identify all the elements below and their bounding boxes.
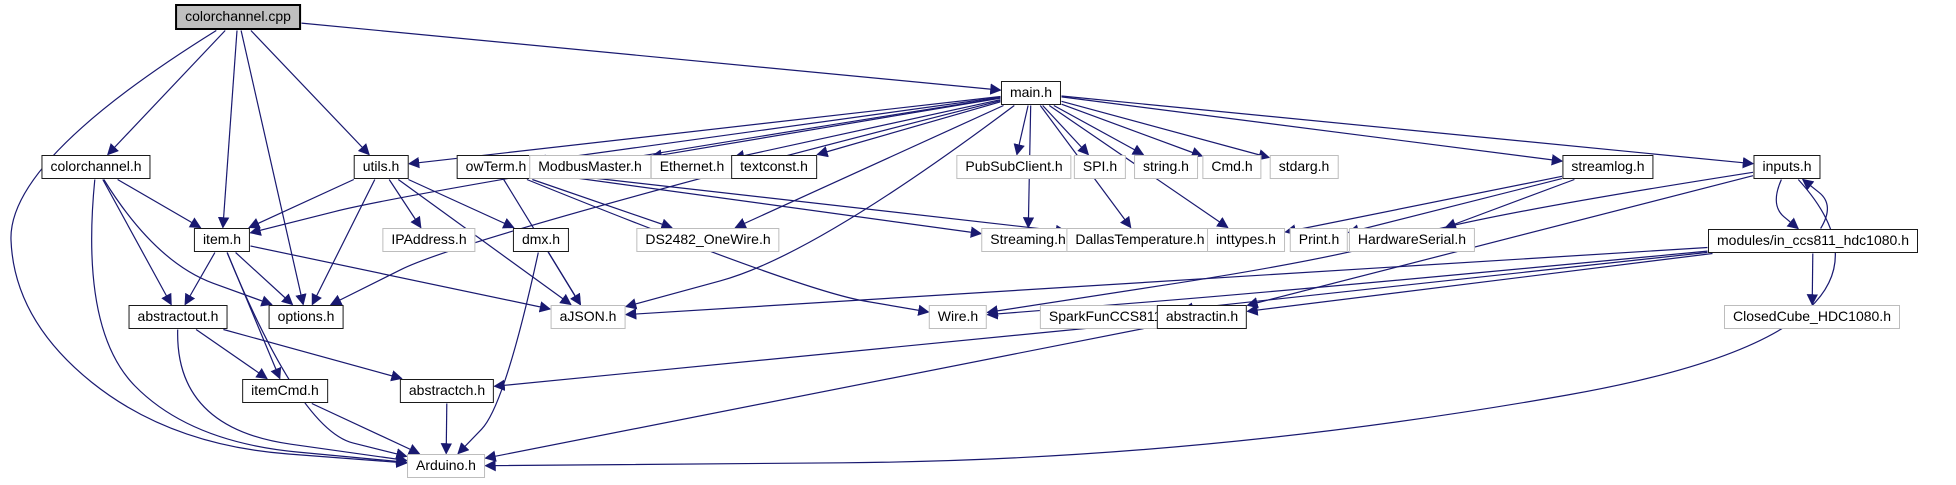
edge-inputs_h-to-abstractin_h <box>1246 175 1754 309</box>
edge-abstractch_h-to-arduino_h <box>440 403 453 455</box>
edge-abstractout_h-to-itemcmd_h <box>195 329 268 380</box>
node-ipaddress_h: IPAddress.h <box>382 228 476 252</box>
edge-abstractout_h-to-abstractch_h <box>223 328 403 382</box>
edge-main_h-to-inputs_h <box>1061 95 1755 169</box>
node-utils_h[interactable]: utils.h <box>353 155 409 179</box>
edge-modules_in_ccs811_hdc1080_h-to-closedcube_hdc1080_h <box>1806 253 1819 306</box>
edge-colorchannel_cpp-to-colorchannel_h <box>107 30 226 156</box>
edge-main_h-to-ethernet_h <box>732 99 1001 162</box>
edge-main_h-to-streamlog_h <box>1061 96 1564 166</box>
edge-abstractin_h-to-abstractch_h <box>493 320 1157 391</box>
edge-colorchannel_h-to-item_h <box>117 178 202 229</box>
node-item_h[interactable]: item.h <box>193 228 251 252</box>
edge-main_h-to-utils_h <box>407 95 1001 169</box>
edge-main_h-to-string_h <box>1053 104 1145 156</box>
node-options_h[interactable]: options.h <box>268 305 344 329</box>
edge-main_h-to-pubsubclient_h <box>1013 105 1029 156</box>
edge-colorchannel_cpp-to-main_h <box>301 22 1002 95</box>
node-string_h: string.h <box>1134 155 1198 179</box>
edge-owterm_h-to-streaming_h <box>535 171 983 238</box>
edge-owterm_h-to-dallastemperature_h <box>535 170 1068 237</box>
edge-main_h-to-spi_h <box>1042 105 1090 156</box>
node-streaming_h: Streaming.h <box>981 228 1075 252</box>
node-spi_h: SPI.h <box>1073 155 1127 179</box>
edge-inputs_h-to-arduino_h <box>484 179 1836 472</box>
edge-streamlog_h-to-hardwareserial_h <box>1444 178 1575 230</box>
node-ethernet_h: Ethernet.h <box>650 155 734 179</box>
edge-utils_h-to-options_h <box>311 179 376 306</box>
edge-abstractout_h-to-arduino_h <box>177 329 408 465</box>
edge-utils_h-to-item_h <box>248 178 355 229</box>
edge-modules_in_ccs811_hdc1080_h-to-sparkfunccs811_h <box>1181 251 1708 314</box>
edge-streamlog_h-to-inttypes_h <box>1284 175 1563 236</box>
node-dallastemperature_h: DallasTemperature.h <box>1066 228 1214 252</box>
node-cmd_h: Cmd.h <box>1202 155 1262 179</box>
node-inputs_h[interactable]: inputs.h <box>1753 155 1821 179</box>
edge-modules_in_ccs811_hdc1080_h-to-ajson_h <box>624 246 1708 320</box>
node-abstractout_h[interactable]: abstractout.h <box>128 305 228 329</box>
edge-owterm_h-to-ds2482_onewire_h <box>532 178 673 230</box>
edge-utils_h-to-ajson_h <box>397 179 572 306</box>
node-print_h: Print.h <box>1289 228 1349 252</box>
edge-utils_h-to-dmx_h <box>408 178 515 229</box>
edge-colorchannel_h-to-options_h <box>103 179 273 307</box>
node-arduino_h: Arduino.h <box>407 454 485 478</box>
edge-item_h-to-options_h <box>235 252 294 306</box>
node-ajson_h: aJSON.h <box>550 305 626 329</box>
edge-dmx_h-to-arduino_h <box>457 252 539 455</box>
edge-dmx_h-to-ajson_h <box>548 252 581 306</box>
edge-main_h-to-owterm_h <box>534 96 1001 166</box>
edge-item_h-to-abstractout_h <box>184 252 216 306</box>
node-streamlog_h[interactable]: streamlog.h <box>1562 155 1654 179</box>
edge-main_h-to-options_h <box>329 100 1001 306</box>
node-dmx_h[interactable]: dmx.h <box>512 228 570 252</box>
node-textconst_h[interactable]: textconst.h <box>731 155 817 179</box>
edge-colorchannel_cpp-to-options_h <box>240 30 307 306</box>
edge-main_h-to-ds2482_onewire_h <box>734 104 1004 229</box>
node-colorchannel_cpp: colorchannel.cpp <box>175 4 301 30</box>
edge-main_h-to-modbusmaster_h <box>650 97 1001 161</box>
edge-main_h-to-textconst_h <box>816 101 1001 158</box>
node-ds2482_onewire_h: DS2482_OneWire.h <box>636 228 780 252</box>
edge-colorchannel_cpp-to-arduino_h <box>10 29 408 468</box>
node-sparkfunccs811_h: SparkFunCCS811.h <box>1039 305 1183 329</box>
edge-utils_h-to-ipaddress_h <box>388 179 422 229</box>
edge-modules_in_ccs811_hdc1080_h-to-wire_h <box>986 250 1708 320</box>
edge-main_h-to-ajson_h <box>624 105 1015 310</box>
node-abstractin_h[interactable]: abstractin.h <box>1156 305 1248 329</box>
node-modbusmaster_h: ModbusMaster.h <box>529 155 651 179</box>
node-colorchannel_h[interactable]: colorchannel.h <box>41 155 151 179</box>
node-owterm_h[interactable]: owTerm.h <box>456 155 536 179</box>
edge-abstractin_h-to-arduino_h <box>484 325 1157 462</box>
edge-colorchannel_cpp-to-utils_h <box>250 30 370 156</box>
edge-owterm_h-to-wire_h <box>526 178 930 316</box>
edge-main_h-to-stdarg_h <box>1061 100 1271 161</box>
node-main_h[interactable]: main.h <box>1000 81 1062 105</box>
edge-itemcmd_h-to-arduino_h <box>311 402 421 455</box>
node-inttypes_h: inttypes.h <box>1207 228 1285 252</box>
node-stdarg_h: stdarg.h <box>1269 155 1339 179</box>
edge-item_h-to-ajson_h <box>250 245 552 313</box>
node-closedcube_hdc1080_h: ClosedCube_HDC1080.h <box>1724 305 1900 329</box>
edge-colorchannel_h-to-arduino_h <box>91 179 408 468</box>
edge-colorchannel_cpp-to-item_h <box>217 30 238 229</box>
edge-modules_in_ccs811_hdc1080_h-to-abstractin_h <box>1246 252 1713 316</box>
edge-main_h-to-cmd_h <box>1061 103 1204 158</box>
edge-item_h-to-arduino_h <box>226 252 408 460</box>
node-pubsubclient_h: PubSubClient.h <box>956 155 1072 179</box>
edge-inputs_h-to-modules_in_ccs811_hdc1080_h <box>1775 179 1799 230</box>
node-hardwareserial_h: HardwareSerial.h <box>1348 228 1476 252</box>
edge-streamlog_h-to-print_h <box>1347 178 1563 236</box>
node-abstractch_h[interactable]: abstractch.h <box>399 379 495 403</box>
node-wire_h: Wire.h <box>928 305 988 329</box>
edge-modules_in_ccs811_hdc1080_h-to-inputs_h <box>1801 178 1828 229</box>
edge-colorchannel_h-to-abstractout_h <box>102 179 172 306</box>
node-modules_in_ccs811_hdc1080_h[interactable]: modules/in_ccs811_hdc1080.h <box>1708 229 1918 253</box>
node-itemcmd_h[interactable]: itemCmd.h <box>242 379 328 403</box>
